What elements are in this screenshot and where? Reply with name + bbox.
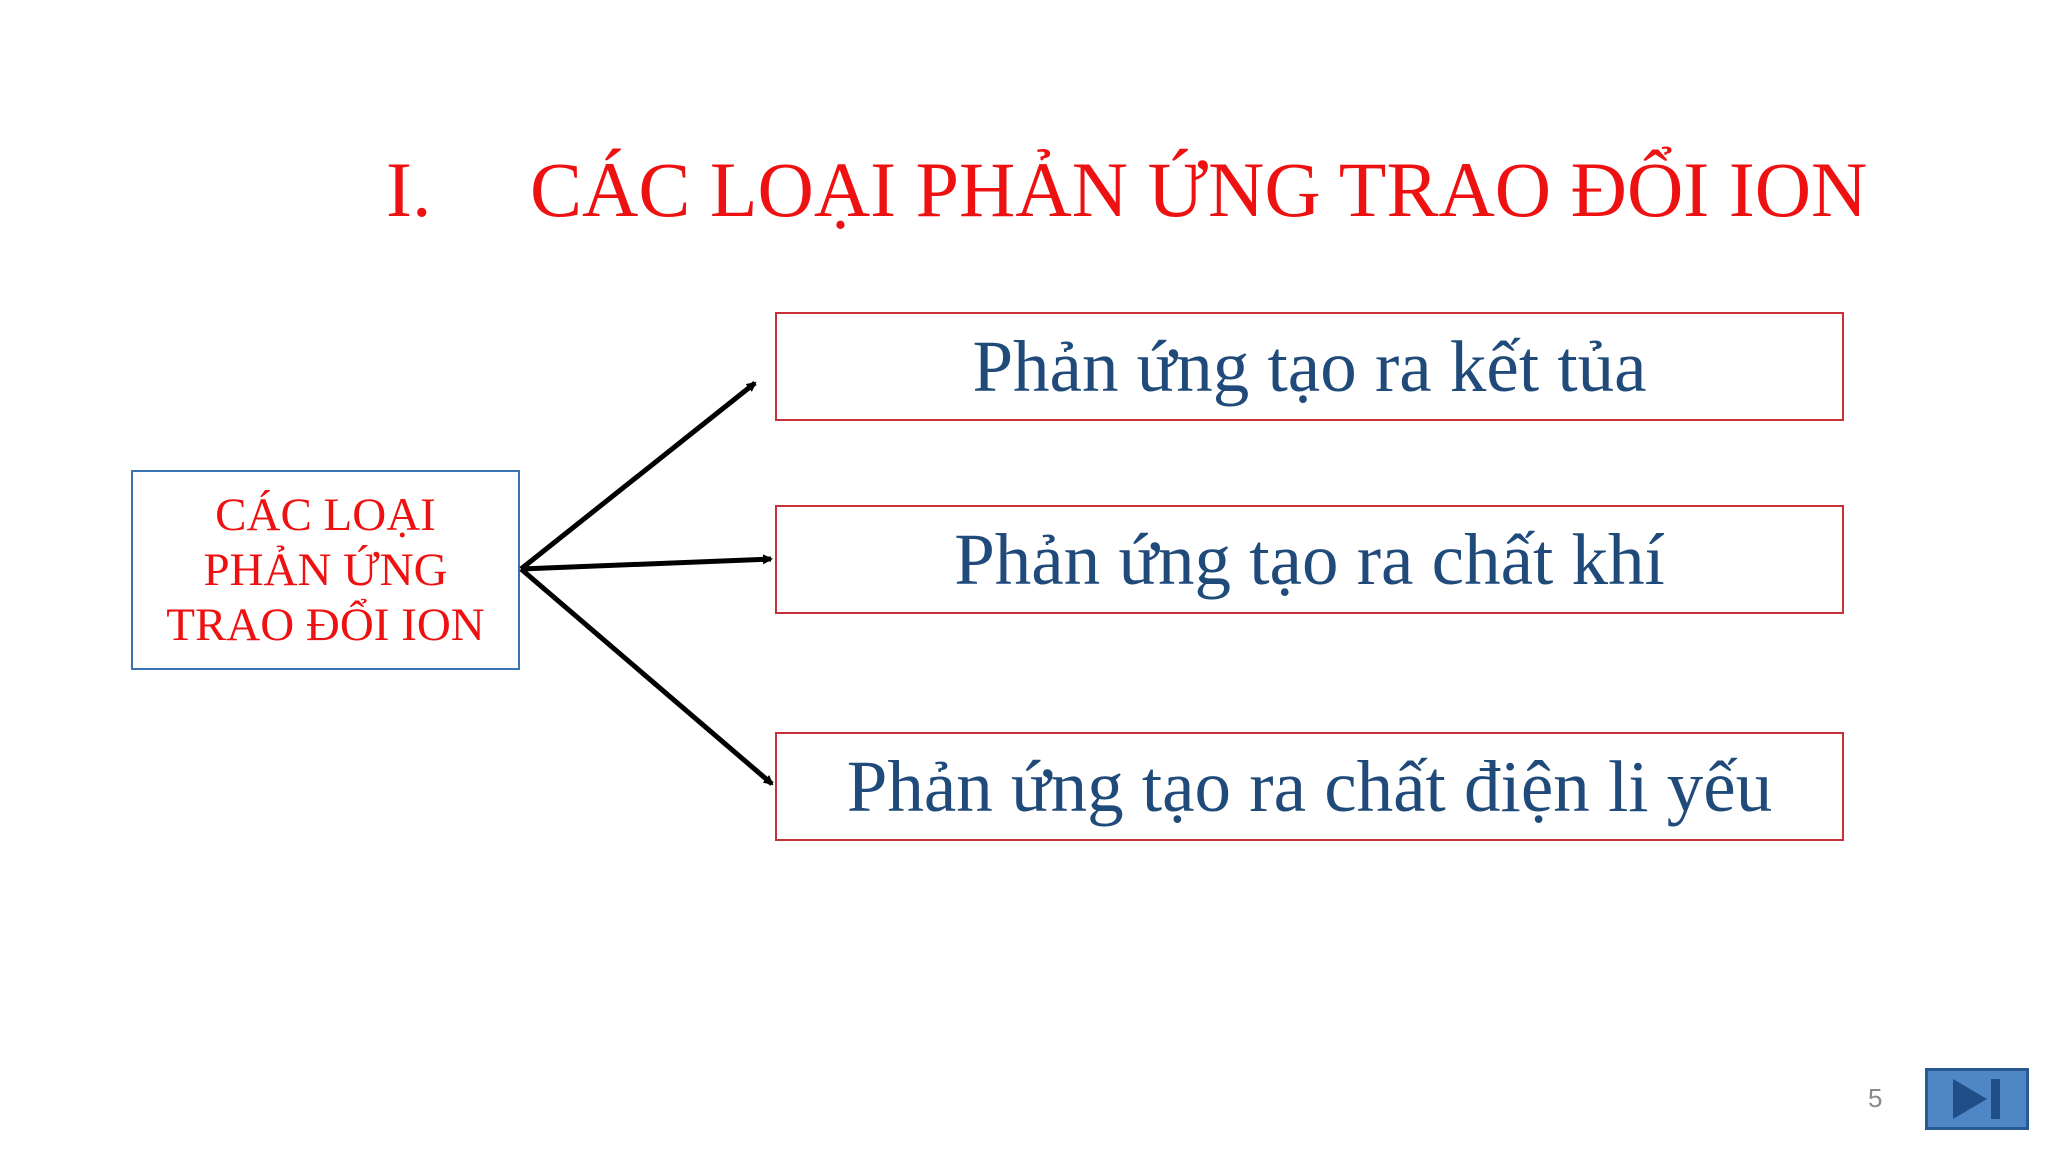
branch-node-gas: Phản ứng tạo ra chất khí (775, 505, 1844, 614)
branch-node-precipitate: Phản ứng tạo ra kết tủa (775, 312, 1844, 421)
branch-node-label: Phản ứng tạo ra chất điện li yếu (846, 745, 1773, 827)
arrow-to-branch-2 (520, 554, 773, 572)
root-node-line-2: PHẢN ỨNG (203, 543, 448, 596)
root-node-line-3: TRAO ĐỔI ION (166, 598, 485, 651)
skip-to-end-icon (1953, 1079, 2000, 1119)
slide-title: CÁC LOẠI PHẢN ỨNG TRAO ĐỔI ION (530, 146, 1868, 233)
arrow-to-branch-3 (519, 567, 774, 786)
root-node: CÁC LOẠI PHẢN ỨNG TRAO ĐỔI ION (131, 470, 520, 670)
next-slide-button[interactable] (1925, 1068, 2029, 1130)
page-number: 5 (1868, 1083, 1883, 1113)
branch-node-weak-electrolyte: Phản ứng tạo ra chất điện li yếu (775, 732, 1844, 841)
branch-node-label: Phản ứng tạo ra kết tủa (972, 325, 1647, 407)
branch-node-label: Phản ứng tạo ra chất khí (954, 518, 1665, 600)
title-number: I. (386, 146, 432, 233)
arrow-to-branch-1 (519, 381, 757, 571)
root-node-line-1: CÁC LOẠI (215, 488, 436, 541)
